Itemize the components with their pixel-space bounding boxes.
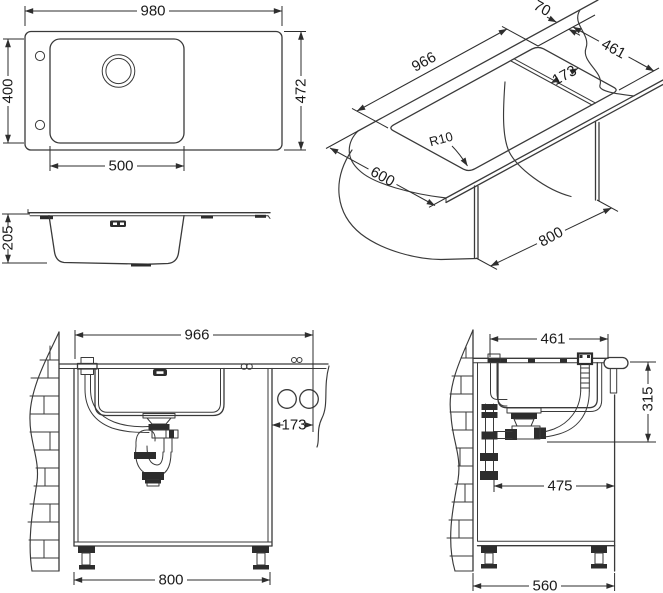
dim-drain-height: 315 bbox=[640, 386, 657, 411]
bowl-inner bbox=[98, 368, 221, 413]
clip bbox=[560, 359, 567, 363]
bowl-outline bbox=[49, 38, 185, 144]
waste-fitting bbox=[110, 220, 126, 227]
corrugated-tube bbox=[580, 363, 590, 392]
waste-control bbox=[76, 357, 98, 390]
clip bbox=[40, 216, 53, 220]
pipe-hole-right bbox=[299, 389, 319, 409]
clip bbox=[201, 215, 213, 219]
front-installation-view: 966 173 800 bbox=[27, 327, 330, 589]
counter-front-face bbox=[445, 83, 663, 204]
dim-cabinet-depth: 560 bbox=[532, 578, 557, 593]
dim-overall-depth: 472 bbox=[293, 78, 310, 103]
top-view: 980 400 472 500 bbox=[0, 3, 310, 175]
clip bbox=[500, 359, 507, 363]
faucet-hole-top bbox=[34, 50, 46, 62]
dim-profile-depth: 205 bbox=[0, 225, 17, 250]
brick-pattern bbox=[27, 345, 60, 559]
bowl-outer-shell bbox=[540, 362, 603, 412]
dim-front-cabinet-width: 800 bbox=[158, 572, 183, 589]
wall-pipework bbox=[480, 353, 513, 480]
side-installation-view: 461 315 475 560 bbox=[446, 329, 657, 593]
dim-front-side-offset: 173 bbox=[281, 417, 306, 434]
dim-clearance: 475 bbox=[547, 478, 572, 495]
drain-outer bbox=[101, 54, 136, 88]
counter-break-right bbox=[316, 365, 330, 448]
cabinet-feet bbox=[481, 546, 607, 569]
pipe-hole-left bbox=[277, 389, 297, 409]
dim-bowl-length: 500 bbox=[108, 158, 133, 175]
drain-assembly bbox=[505, 407, 542, 440]
faucet-hole-bottom bbox=[34, 119, 46, 131]
cabinet-feet bbox=[78, 546, 269, 570]
dim-bowl-depth: 400 bbox=[0, 78, 17, 103]
sink-outline bbox=[24, 30, 283, 151]
dim-side-cutout-depth: 461 bbox=[540, 331, 565, 348]
drain-inner bbox=[105, 57, 132, 85]
counter-front-edge bbox=[445, 79, 663, 199]
drain-boss bbox=[131, 263, 151, 267]
dim-edge-offset: 70 bbox=[531, 0, 554, 20]
dim-overall-length: 980 bbox=[140, 3, 165, 20]
break-line-left-lower bbox=[338, 149, 478, 261]
brick-pattern bbox=[446, 345, 474, 557]
profile-view: 205 bbox=[0, 209, 271, 267]
clip bbox=[255, 214, 266, 218]
clip bbox=[528, 359, 535, 363]
dim-front-cutout-length: 966 bbox=[184, 327, 209, 344]
break-line-left-top bbox=[348, 130, 447, 199]
drain-trap bbox=[134, 413, 179, 487]
edge-bracket bbox=[609, 368, 618, 394]
overflow-knob bbox=[576, 352, 594, 366]
dim-corner-radius: R10 bbox=[428, 129, 455, 150]
